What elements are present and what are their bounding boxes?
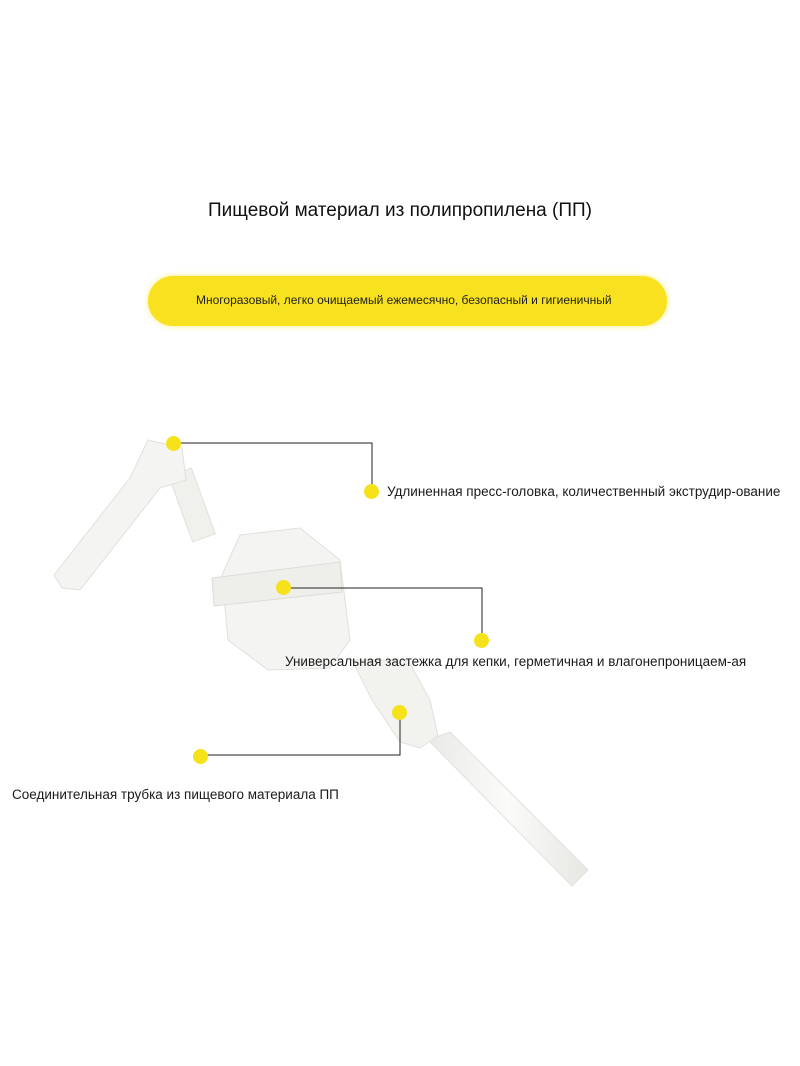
callout-press-head: Удлиненная пресс-головка, количественный… <box>387 484 781 499</box>
callout-cap: Универсальная застежка для кепки, гермет… <box>285 654 747 669</box>
feature-banner-text: Многоразовый, легко очищаемый ежемесячно… <box>196 293 612 307</box>
pump-lower-body <box>351 659 439 749</box>
marker-dot <box>166 436 181 451</box>
marker-dot <box>364 484 379 499</box>
feature-banner: Многоразовый, легко очищаемый ежемесячно… <box>148 276 667 326</box>
callout-line-press-head <box>173 442 373 492</box>
callout-tube: Соединительная трубка из пищевого матери… <box>12 787 339 802</box>
callout-line-tube <box>201 713 401 756</box>
pump-cap <box>221 527 351 671</box>
page-title: Пищевой материал из полипропилена (ПП) <box>208 200 592 221</box>
callout-line-cap <box>284 587 483 640</box>
marker-dot <box>193 749 208 764</box>
pump-tube <box>427 731 589 887</box>
pump-press-head <box>53 439 187 591</box>
marker-dot <box>474 633 489 648</box>
marker-dot <box>392 705 407 720</box>
marker-dot <box>276 580 291 595</box>
